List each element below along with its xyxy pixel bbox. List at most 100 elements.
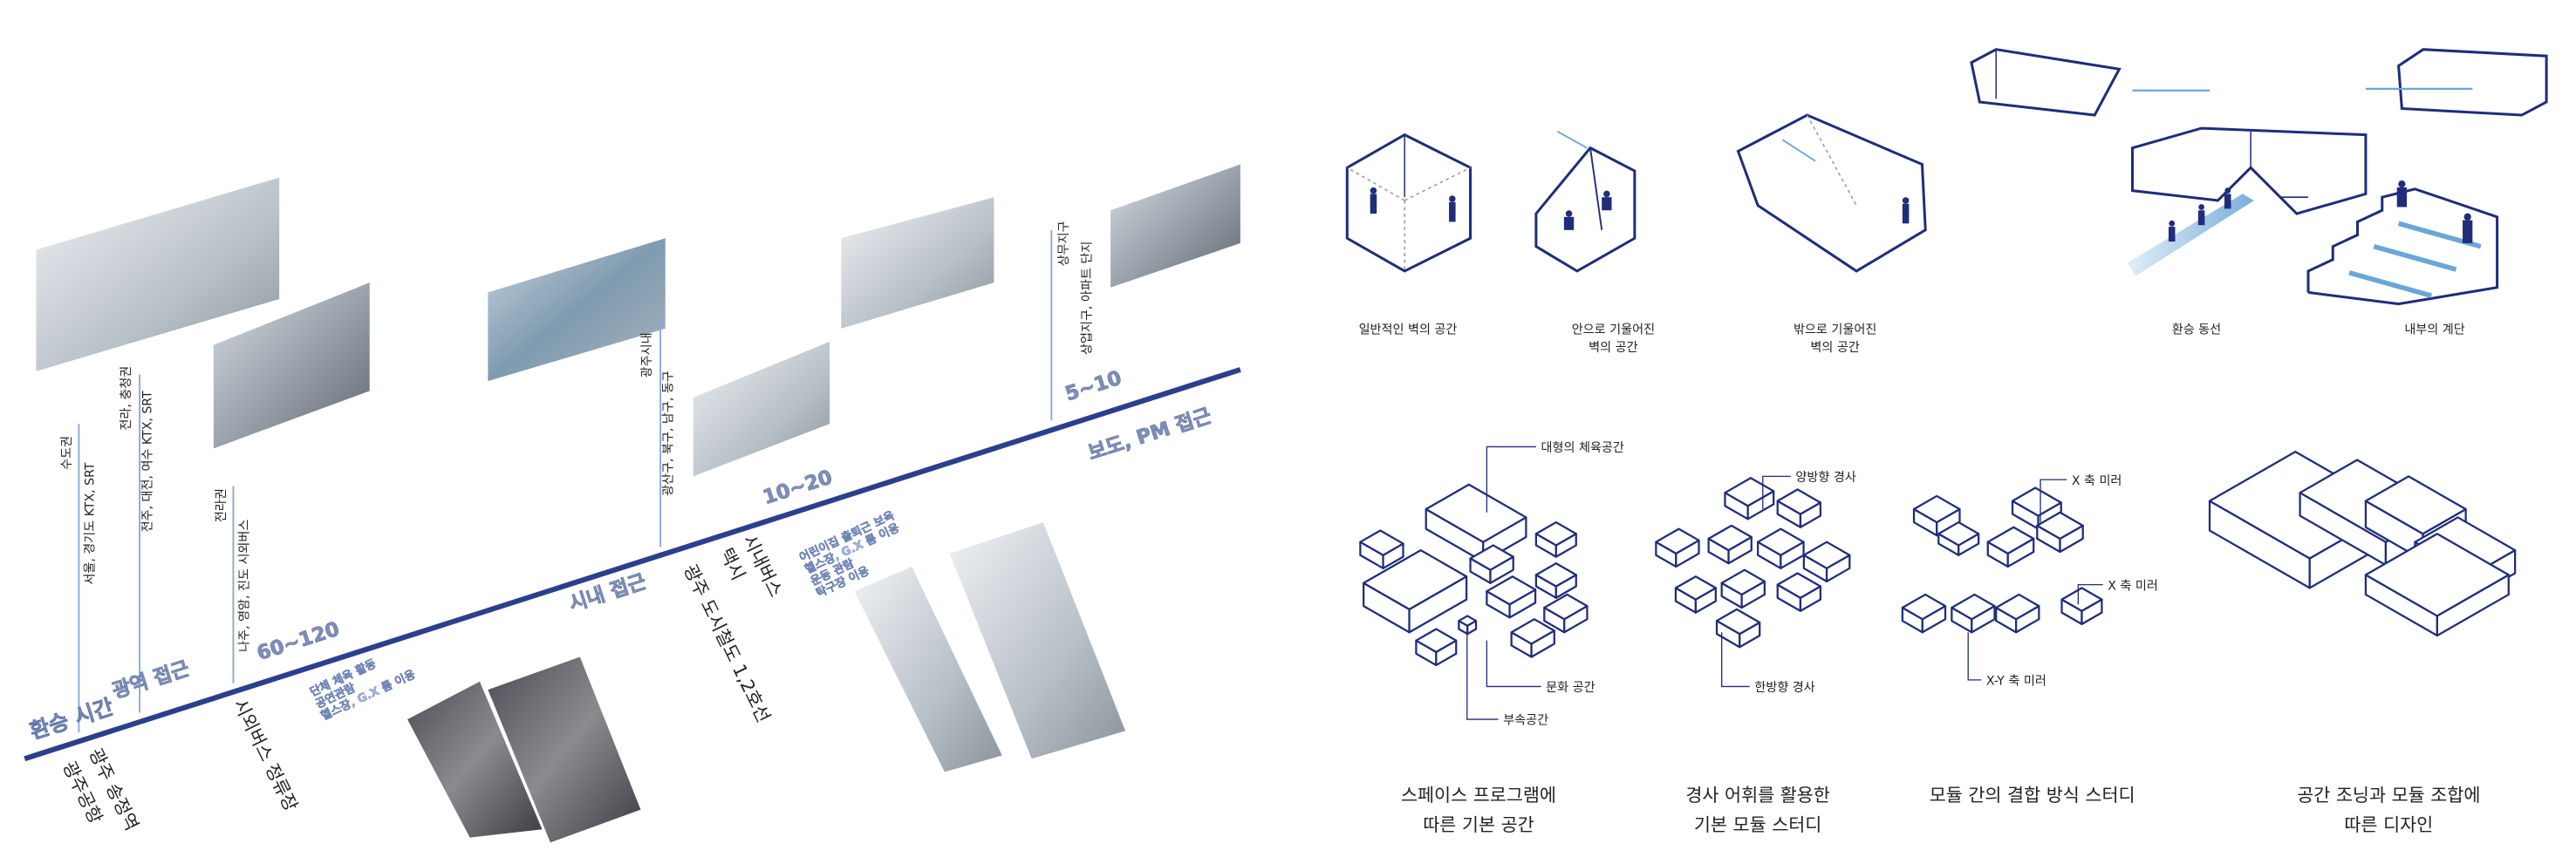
final-design-massing — [2208, 450, 2517, 637]
annotation-two-way-slope: 양방향 경사 — [1795, 471, 1855, 485]
module-box — [1720, 568, 1766, 609]
box-face — [2060, 587, 2103, 612]
module-box — [2060, 587, 2103, 625]
caption: 스페이스 프로그램에 — [1401, 785, 1556, 806]
box-face — [1715, 608, 1761, 636]
ktx-train-photo — [36, 177, 280, 371]
module-box — [1674, 575, 1717, 614]
wall-study-label: 내부의 계단 — [2404, 323, 2464, 337]
timeline-section: 수도권 서울, 경기도 KTX, SRT 전라, 충청권 전주, 대전, 여수 … — [24, 164, 1241, 843]
wall-study-label: 벽의 공간 — [1810, 341, 1859, 355]
module-box — [1986, 526, 2035, 568]
box-face — [1469, 544, 1514, 571]
caption: 경사 어휘를 활용한 — [1685, 785, 1830, 806]
annotation-one-way-slope: 한방향 경사 — [1754, 681, 1814, 695]
person-icon — [1370, 187, 1456, 222]
marker-region: 수도권 — [60, 436, 74, 470]
box-face — [2364, 475, 2467, 535]
box-face — [1415, 628, 1458, 653]
box-face — [1363, 548, 1468, 611]
box-face — [1534, 520, 1577, 547]
annotation-xy-mirror: X-Y 축 미러 — [1986, 675, 2046, 689]
module-captions: 스페이스 프로그램에 따른 기본 공간 경사 어휘를 활용한 기본 모듈 스터디… — [1401, 785, 2480, 835]
marker-detail: 나주, 영암, 진도 시외버스 — [237, 520, 251, 652]
box-face — [1510, 618, 1555, 645]
annotation-culture: 문화 공간 — [1546, 681, 1595, 695]
module-box — [1425, 483, 1527, 563]
caption: 따른 디자인 — [2344, 814, 2433, 835]
caption: 따른 기본 공간 — [1423, 814, 1534, 835]
caption: 공간 조닝과 모듈 조합에 — [2297, 785, 2480, 806]
annotation-x-mirror: X 축 미러 — [2108, 579, 2158, 593]
city-bus-photo — [488, 238, 666, 382]
transfer-flow-diagram — [1970, 48, 2548, 276]
box-face — [1986, 526, 2035, 554]
timeline-axis — [24, 367, 1241, 762]
module-box — [2036, 511, 2084, 554]
box-face — [1776, 572, 1822, 599]
wall-study-label: 환승 동선 — [2172, 323, 2221, 337]
stage-time: 60~120 — [254, 618, 342, 665]
module-box — [1707, 524, 1753, 565]
box-face — [2364, 533, 2510, 617]
box-face — [1543, 593, 1589, 621]
daycare-photo-1 — [854, 566, 1002, 772]
module-box — [1912, 494, 1961, 537]
box-face — [2011, 486, 2062, 517]
person-icon — [1902, 197, 1910, 224]
marker-detail: 광산구, 북구, 남구, 동구 — [661, 371, 675, 496]
module-box — [1534, 520, 1577, 558]
box-face — [1359, 529, 1404, 556]
box-face — [1720, 568, 1766, 596]
box-face — [1707, 524, 1753, 552]
wall-study-label: 벽의 공간 — [1589, 341, 1637, 355]
annotation-auxiliary: 부속공간 — [1503, 714, 1548, 728]
box-face — [1912, 494, 1961, 524]
marker-region: 상무지구 — [1057, 221, 1071, 266]
transfer-ramp — [2127, 194, 2254, 276]
marker-region: 전라권 — [215, 488, 229, 522]
slope-modules — [1655, 477, 1851, 649]
caption: 기본 모듈 스터디 — [1694, 814, 1822, 835]
module-box — [1756, 527, 1805, 569]
timeline-markers — [78, 229, 1053, 733]
stage-title: 시내 접근 — [566, 570, 649, 616]
annotation-large-sports: 대형의 체육공간 — [1541, 441, 1624, 455]
box-face — [1425, 483, 1527, 543]
module-box — [1776, 488, 1822, 528]
stage-title: 광역 접근 — [110, 657, 193, 703]
box-face — [1937, 520, 1980, 547]
daycare-photo-2 — [949, 522, 1126, 759]
wall-study-label: 일반적인 벽의 공간 — [1359, 323, 1458, 337]
marker-detail: 전주, 대전, 여수 KTX, SRT — [140, 391, 154, 532]
box-face — [1486, 575, 1537, 606]
box-face — [1802, 541, 1851, 569]
marker-region: 전라, 충청권 — [120, 366, 133, 431]
box-face — [1995, 593, 2040, 621]
module-box — [1534, 562, 1577, 599]
module-box — [1363, 548, 1468, 634]
box-face — [1674, 575, 1717, 601]
ordinary-wall-cube — [1345, 133, 1472, 273]
box-face — [1951, 593, 1996, 621]
box-face — [1534, 562, 1577, 588]
person-icon — [2168, 187, 2231, 242]
sangmu-district-photo — [1110, 164, 1240, 288]
module-box — [1724, 477, 1775, 520]
box-face — [1776, 488, 1822, 515]
outward-tilted-wall-cube — [1736, 113, 1927, 273]
caption: 모듈 간의 결합 방식 스터디 — [1930, 785, 2135, 806]
module-box — [1937, 520, 1980, 556]
module-box — [1655, 527, 1700, 568]
sports-event-photo-2 — [488, 657, 641, 843]
inward-tilted-wall-cube — [1534, 131, 1636, 273]
subway-platform-photo — [693, 341, 830, 477]
module-box — [1901, 593, 1947, 634]
module-combinations — [1901, 486, 2103, 634]
module-box — [1469, 544, 1514, 584]
box-face — [1724, 477, 1775, 507]
module-box — [1951, 593, 1996, 634]
module-box — [1415, 628, 1458, 667]
module-box — [2364, 533, 2510, 637]
